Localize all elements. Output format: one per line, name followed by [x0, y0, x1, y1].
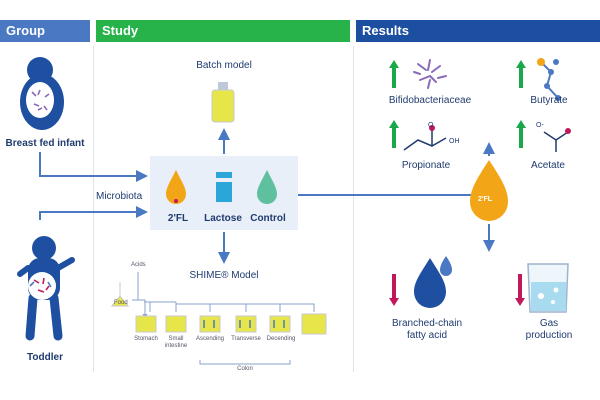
infant-to-study-arrow [39, 152, 148, 182]
chem-o-label: O [428, 122, 434, 129]
batch-bottle-icon [218, 82, 228, 90]
propionate-icon [403, 125, 447, 151]
results-header: Results [356, 20, 600, 42]
food-label: Food [114, 300, 128, 306]
treatment-lactose-label: Lactose [204, 213, 242, 224]
drop-2fl-icon [166, 170, 186, 204]
decending-label: Decending [266, 336, 296, 342]
acetate-icon [543, 128, 571, 152]
gas-beaker-icon [527, 263, 569, 313]
branched-chain-label-2: fatty acid [406, 330, 448, 341]
increase-arrows [389, 60, 526, 148]
microbiota-label: Microbiota [96, 191, 143, 202]
gas-label-2: production [525, 330, 573, 341]
infant-figure [20, 57, 64, 130]
butyrate-label: Butyrate [530, 95, 568, 106]
bifidobacteria-icon [413, 59, 447, 89]
divider-group-study [93, 46, 94, 372]
toddler-to-study-arrow [39, 206, 148, 220]
batch-model-label: Batch model [196, 60, 252, 71]
gas-label-1: Gas [539, 318, 559, 329]
small-intestine-label-1: Small [168, 336, 184, 342]
lactose-icon [216, 172, 232, 178]
results-2fl-drop-icon [470, 160, 508, 221]
infant-label: Breast fed infant [5, 138, 85, 149]
small-intestine-label-2: intestine [164, 343, 188, 349]
group-header: Group [0, 20, 90, 42]
stomach-label: Stomach [134, 336, 158, 342]
toddler-figure [17, 236, 75, 341]
colon-label: Colon [237, 366, 253, 372]
ascending-label: Ascending [195, 336, 225, 342]
propionate-label: Propionate [401, 160, 451, 171]
study-header: Study [96, 20, 350, 42]
decrease-arrows [389, 274, 525, 306]
shime-diagram [110, 272, 327, 365]
acids-label: Acids [131, 262, 146, 268]
treatment-control-label: Control [250, 213, 286, 224]
branched-chain-label-1: Branched-chain [391, 318, 463, 329]
chem-oh-label: OH [449, 138, 460, 145]
drop-control-icon [257, 170, 277, 204]
divider-study-results [353, 46, 354, 372]
treatment-2fl-label: 2'FL [167, 213, 189, 224]
bifidobacteriaceae-label: Bifidobacteriaceae [388, 95, 472, 106]
acetate-label: Acetate [531, 160, 565, 171]
shime-model-label: SHIME® Model [189, 270, 259, 281]
transverse-label: Transverse [231, 336, 261, 342]
results-2fl-label: 2'FL [477, 196, 493, 203]
fatty-acid-drops-icon [414, 256, 452, 308]
chem-o-minus-label: O- [536, 122, 544, 129]
butyrate-icon [537, 58, 561, 101]
toddler-label: Toddler [27, 352, 63, 363]
